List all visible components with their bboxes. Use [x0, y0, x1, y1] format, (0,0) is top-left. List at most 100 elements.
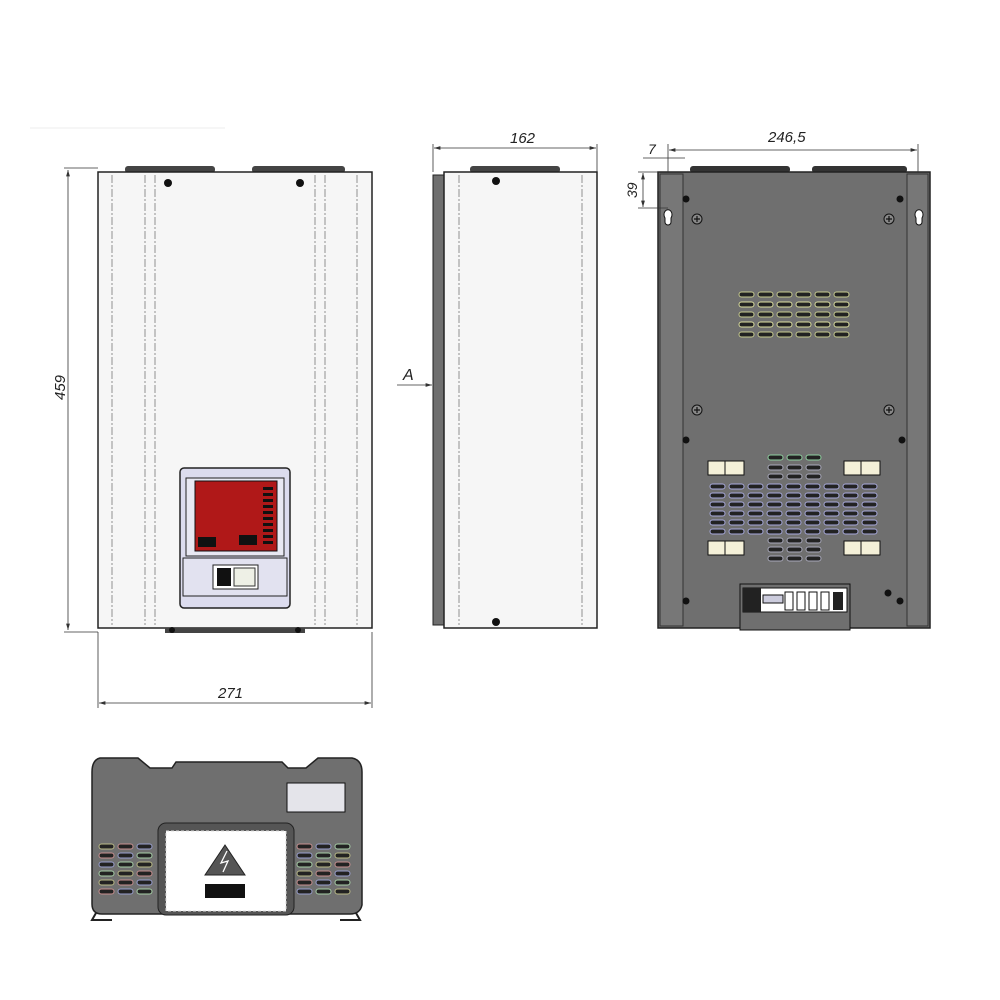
mount-hole [682, 195, 690, 203]
vent-slot [842, 519, 859, 526]
vent-slot [795, 291, 812, 298]
vent-slot [766, 483, 783, 490]
vent-slot [785, 528, 802, 535]
vent-slot [738, 311, 755, 318]
vent-slot [785, 483, 802, 490]
vent-slot [709, 492, 726, 499]
dimension-mount-spacing: 246,5 [767, 129, 806, 146]
side-view [432, 166, 598, 629]
vent-slot [728, 483, 745, 490]
vent-slot [334, 843, 351, 850]
vent-slot [804, 510, 821, 517]
vent-slot [805, 555, 822, 562]
vent-slot [315, 861, 332, 868]
vent-slot [823, 510, 840, 517]
vent-slot [709, 483, 726, 490]
display-led [263, 517, 273, 520]
vent-slot [747, 483, 764, 490]
vent-slot [766, 528, 783, 535]
vent-slot [785, 510, 802, 517]
control-panel [179, 467, 291, 609]
vent-slot [98, 843, 115, 850]
keyhole-right-icon [914, 209, 924, 226]
display-led [263, 487, 273, 490]
vent-slot [296, 879, 313, 886]
vent-slot [814, 301, 831, 308]
vent-slot [823, 528, 840, 535]
vent-slot [709, 519, 726, 526]
vent-slot [315, 852, 332, 859]
dimension-depth: 162 [510, 130, 536, 147]
vent-slot [728, 528, 745, 535]
dimension-height: 459 [52, 374, 69, 400]
vent-slot [334, 870, 351, 877]
vent-slot [833, 291, 850, 298]
vent-slot [833, 321, 850, 328]
vent-slot [861, 501, 878, 508]
vent-slot [814, 331, 831, 338]
screw-slot [694, 407, 700, 413]
display-led [263, 499, 273, 502]
vent-latch [707, 540, 745, 556]
vent-slot [728, 519, 745, 526]
dimension-width: 271 [217, 685, 243, 702]
mount-hole [898, 436, 906, 444]
mount-hole [896, 597, 904, 605]
vent-slot [786, 464, 803, 471]
screw-slot [694, 216, 700, 222]
vent-slot [776, 311, 793, 318]
vent-slot [842, 492, 859, 499]
vent-slot [814, 291, 831, 298]
vent-slot [136, 888, 153, 895]
vent-slot [861, 510, 878, 517]
keyhole-left-icon [663, 209, 673, 226]
vent-slot [776, 331, 793, 338]
vent-slot [795, 311, 812, 318]
vent-slot [296, 843, 313, 850]
vent-slot [747, 519, 764, 526]
vent-slot [767, 454, 784, 461]
vent-slot [709, 501, 726, 508]
vent-slot [814, 311, 831, 318]
vent-slot [804, 528, 821, 535]
vent-slot [776, 301, 793, 308]
vent-slot [861, 492, 878, 499]
vent-latch [707, 460, 745, 476]
display-led [263, 511, 273, 514]
vent-slot [833, 311, 850, 318]
vent-slot [805, 464, 822, 471]
vent-slot [98, 861, 115, 868]
vent-slot [823, 492, 840, 499]
display-led [263, 493, 273, 496]
vent-slot [738, 321, 755, 328]
vent-slot [334, 852, 351, 859]
vent-slot [98, 879, 115, 886]
vent-slot [766, 492, 783, 499]
vent-slot [786, 473, 803, 480]
vent-slot [795, 321, 812, 328]
vent-slot [296, 852, 313, 859]
vent-slot [786, 537, 803, 544]
front-view [97, 166, 373, 633]
vent-slot [842, 528, 859, 535]
vent-slot [315, 888, 332, 895]
vent-slot [747, 501, 764, 508]
vent-slot [296, 870, 313, 877]
vent-slot [842, 501, 859, 508]
vent-slot [776, 321, 793, 328]
vent-slot [833, 301, 850, 308]
vent-slot [728, 510, 745, 517]
vent-slot [805, 546, 822, 553]
vent-slot [804, 501, 821, 508]
vent-slot [738, 301, 755, 308]
display-led [263, 523, 273, 526]
vent-slot [823, 519, 840, 526]
vent-slot [804, 492, 821, 499]
vent-slot [767, 464, 784, 471]
vent-slot [833, 331, 850, 338]
vent-slot [136, 852, 153, 859]
vent-slot [738, 291, 755, 298]
vent-slot [757, 301, 774, 308]
